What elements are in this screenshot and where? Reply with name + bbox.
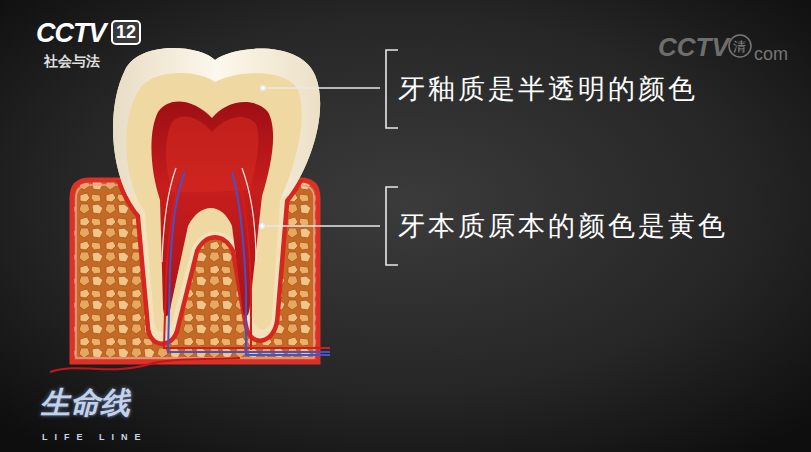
channel-logo-holder: CCTV <box>36 18 106 49</box>
callout-text-holder: 牙釉质是半透明的颜色 <box>398 73 698 104</box>
watermark-holder: 清 <box>733 37 746 55</box>
watermark-holder: CCTV <box>658 33 729 63</box>
dentin <box>126 73 301 332</box>
periodontal-ligament <box>113 180 320 341</box>
watermark: 清 <box>733 40 746 55</box>
program-logo-subtitle-holder: LIFE LINE <box>42 426 148 444</box>
program-logo-holder: 生命线 <box>40 386 130 421</box>
callout-text-holder: 牙本质原本的颜色是黄色 <box>398 210 728 241</box>
program-logo: 生命线 <box>40 386 130 421</box>
vessel <box>50 358 240 372</box>
channel-logo: CCTV <box>36 18 106 49</box>
watermark: com <box>754 44 788 65</box>
watermark: CCTV <box>658 33 729 63</box>
nerves <box>162 168 330 355</box>
channel-name-holder: 社会与法 <box>44 52 100 70</box>
watermark-holder: com <box>754 44 788 65</box>
callout-leaders <box>260 50 399 265</box>
watermark-ring <box>729 35 751 57</box>
channel-number-holder: 12 <box>111 20 141 45</box>
program-logo-subtitle: LIFE LINE <box>42 432 148 442</box>
tooth-root <box>113 48 320 341</box>
callout-text: 牙本质原本的颜色是黄色 <box>398 210 728 241</box>
channel-number: 12 <box>111 20 141 45</box>
channel-name: 社会与法 <box>44 53 100 69</box>
callout-text: 牙釉质是半透明的颜色 <box>398 73 698 104</box>
